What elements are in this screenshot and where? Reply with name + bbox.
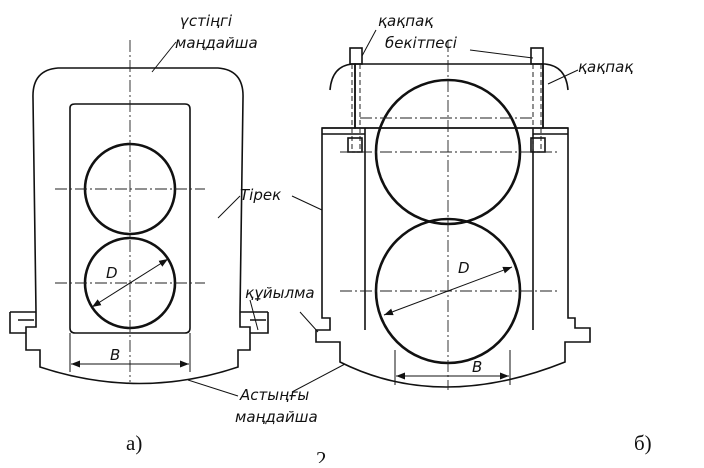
dim-D-label-b: D — [458, 259, 470, 277]
dim-D-label-a: D — [106, 264, 118, 282]
dim-D-arrow-b — [383, 266, 513, 316]
cap-bolt-right — [530, 47, 546, 153]
leader-casting-right — [299, 311, 319, 333]
leader-lower-crossbar-right — [291, 363, 346, 393]
open-stand-b: D B — [315, 40, 591, 390]
label-casting: құйылма — [245, 284, 315, 302]
right-foot-detail — [240, 311, 269, 334]
open-stand-body — [315, 63, 591, 388]
leader-upper-crossbar — [151, 41, 177, 73]
leader-post-right — [291, 195, 323, 211]
closed-stand-a: D B — [9, 40, 269, 385]
label-lower-crossbar-1: Астыңғы — [239, 386, 309, 404]
cap-lower-edge — [322, 127, 568, 135]
closed-stand-outer-frame — [25, 67, 251, 385]
leader-cap-bolt-right — [469, 49, 534, 59]
dim-D-arrow-a — [91, 258, 169, 308]
leader-cap — [547, 69, 579, 85]
dim-B-label-a: B — [110, 346, 120, 364]
left-foot-detail — [9, 311, 36, 334]
dim-B-label-b: B — [472, 358, 482, 376]
stand-window — [69, 103, 191, 334]
leader-post-left — [217, 195, 241, 219]
label-lower-crossbar-2: маңдайша — [235, 408, 318, 426]
subfigure-label-a: а) — [126, 431, 142, 455]
subfigure-label-b: б) — [634, 431, 652, 455]
leader-cap-bolt-left — [361, 29, 377, 57]
label-upper-crossbar-1: үстіңгі — [180, 12, 233, 30]
leader-casting-left — [249, 299, 259, 331]
label-cap-bolt-2: бекітпесі — [385, 34, 458, 52]
label-upper-crossbar-2: маңдайша — [175, 34, 258, 52]
caption-fragment: 2 — [316, 447, 327, 463]
label-post: Тірек — [240, 186, 281, 204]
label-cap: қақпақ — [578, 58, 634, 76]
label-cap-bolt-1: қақпақ — [378, 12, 434, 30]
leader-lower-crossbar-left — [187, 379, 239, 397]
